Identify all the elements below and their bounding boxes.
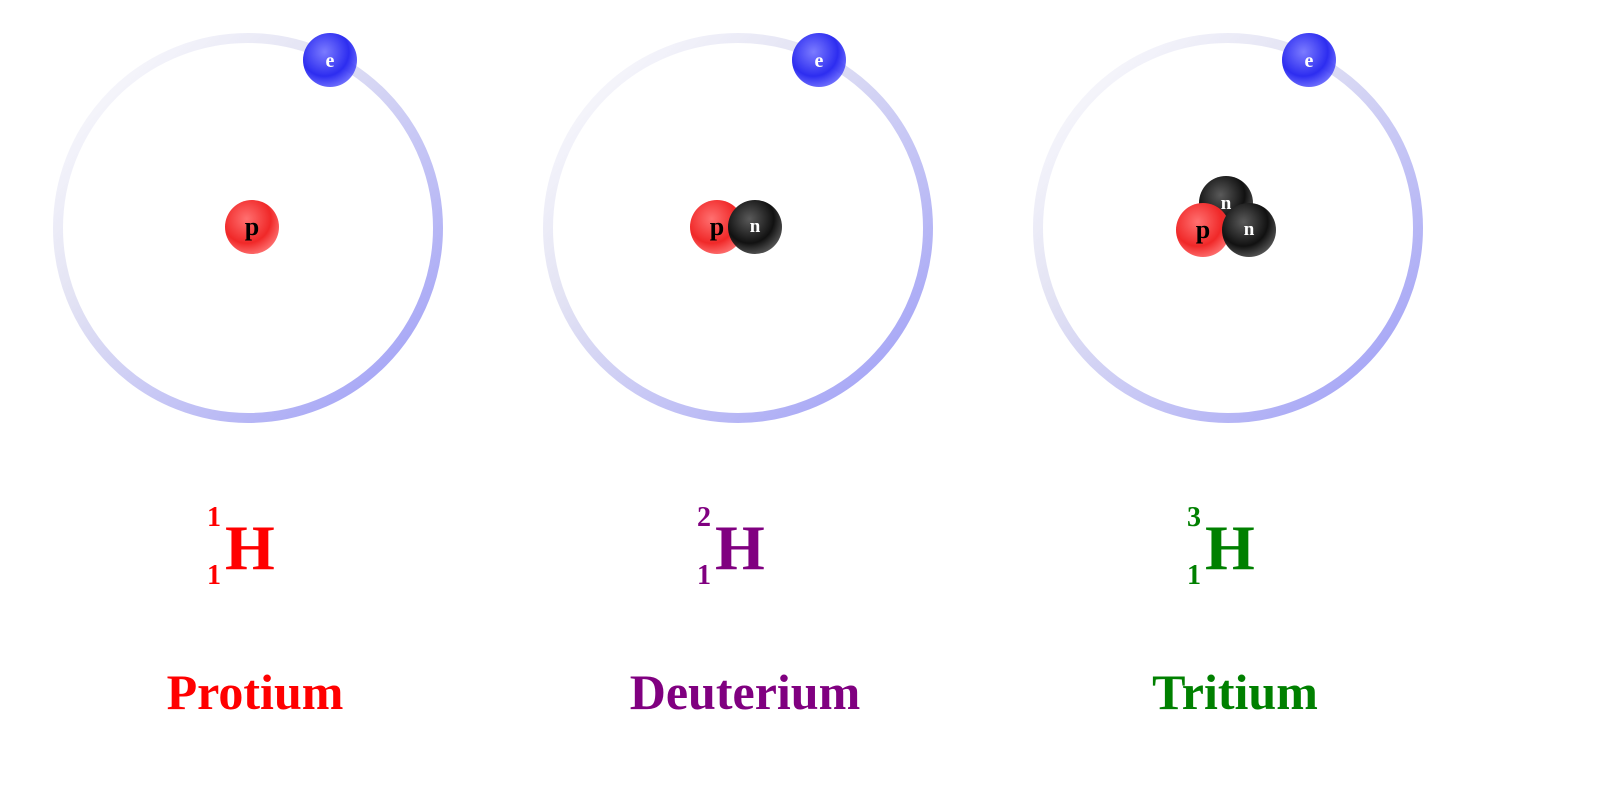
element-symbol: H [225, 512, 275, 583]
neutron-label: n [1221, 193, 1232, 214]
electron-label: e [326, 50, 335, 72]
orbit-ring [1033, 33, 1423, 423]
electron-label: e [815, 50, 824, 72]
proton-label: p [1196, 215, 1210, 244]
electron-particle: e [792, 33, 846, 87]
proton-particle: p [225, 200, 279, 254]
electron-label: e [1305, 50, 1314, 72]
atomic-number: 1 [1187, 560, 1201, 591]
atomic-number: 1 [697, 560, 711, 591]
atomic-number: 1 [207, 560, 221, 591]
element-symbol: H [715, 512, 765, 583]
proton-particle: p [1176, 203, 1230, 257]
neutron-particle: n [728, 200, 782, 254]
orbit-ring [53, 33, 443, 423]
proton-label: p [710, 212, 724, 241]
proton-label: p [245, 212, 259, 241]
isotope-name-protium: Protium [166, 664, 344, 720]
atom-deuterium: p n e [543, 33, 933, 423]
mass-number: 1 [207, 502, 221, 533]
isotope-name-tritium: Tritium [1152, 664, 1318, 720]
electron-particle: e [1282, 33, 1336, 87]
neutron-particle: n [1222, 203, 1276, 257]
proton-particle: p [690, 200, 744, 254]
mass-number: 2 [697, 502, 711, 533]
orbit-ring [543, 33, 933, 423]
mass-number: 3 [1187, 502, 1201, 533]
atom-protium: p e [53, 33, 443, 423]
neutron-label: n [1244, 219, 1255, 240]
isotope-name-deuterium: Deuterium [629, 664, 861, 720]
neutron-label: n [750, 216, 761, 237]
element-symbol: H [1205, 512, 1255, 583]
electron-particle: e [303, 33, 357, 87]
atom-tritium: n p n e [1033, 33, 1423, 423]
